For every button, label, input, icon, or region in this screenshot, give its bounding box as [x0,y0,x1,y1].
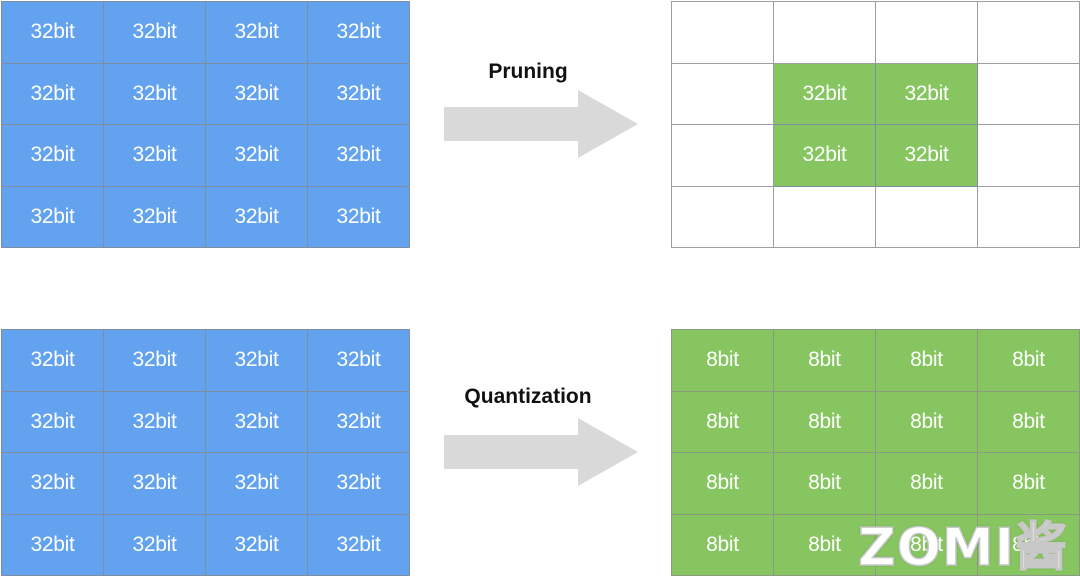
grid-cell: 32bit [206,2,308,64]
grid-cell: 32bit [2,514,104,576]
grid-cell: 32bit [2,453,104,515]
grid-cell: 8bit [672,391,774,453]
grid-cell [978,2,1080,64]
grid-cell: 32bit [206,186,308,248]
grid-cell: 32bit [308,391,410,453]
grid-cell: 8bit [774,514,876,576]
grid-cell: 32bit [308,453,410,515]
grid-cell: 8bit [978,514,1080,576]
grid-cell: 32bit [308,186,410,248]
grid-cell: 32bit [308,2,410,64]
grid-cell: 32bit [2,330,104,392]
grid-cell: 32bit [206,330,308,392]
grid-cell: 8bit [978,453,1080,515]
grid-cell: 32bit [104,514,206,576]
grid-cell: 32bit [206,453,308,515]
grid-cell [978,125,1080,187]
pruning-arrow-icon [444,90,638,158]
grid-cell: 8bit [774,391,876,453]
grid-cell: 8bit [876,453,978,515]
grid-cell [672,186,774,248]
grid-cell: 32bit [2,186,104,248]
grid-cell: 32bit [206,391,308,453]
grid-cell: 32bit [2,63,104,125]
grid-cell: 32bit [104,2,206,64]
grid-cell: 32bit [876,63,978,125]
grid-cell: 32bit [104,453,206,515]
grid-cell: 32bit [206,63,308,125]
grid-cell: 32bit [876,125,978,187]
grid-cell [774,2,876,64]
grid-cell: 32bit [774,125,876,187]
grid-cell: 8bit [978,391,1080,453]
watermark-logo: ZOMI酱 [857,517,1069,579]
grid-cell: 8bit [672,330,774,392]
grid-cell: 8bit [672,514,774,576]
grid-cell: 32bit [206,125,308,187]
grid-cell [672,63,774,125]
grid-cell: 32bit [104,125,206,187]
grid-cell: 32bit [104,391,206,453]
quantization-label: Quantization [464,385,592,408]
grid-cell: 32bit [774,63,876,125]
grid-cell: 32bit [206,514,308,576]
pruning-label: Pruning [488,60,568,83]
grid-cell: 32bit [104,186,206,248]
grid-cell: 32bit [308,125,410,187]
grid-cell [876,186,978,248]
grid-cell [672,2,774,64]
grid-cell: 32bit [104,330,206,392]
grid-cell: 8bit [876,391,978,453]
grid-cell: 8bit [876,514,978,576]
grid-cell [978,186,1080,248]
grid-cell: 32bit [308,514,410,576]
grid-cell: 8bit [774,330,876,392]
grid-cell [672,125,774,187]
grid-cell: 32bit [2,2,104,64]
grid-cell: 32bit [2,391,104,453]
grid-cell: 8bit [774,453,876,515]
grid-cell: 32bit [308,330,410,392]
grid-cell: 8bit [978,330,1080,392]
grid-cell [774,186,876,248]
grid-cell: 32bit [2,125,104,187]
grid-cell: 32bit [308,63,410,125]
grid-cell [978,63,1080,125]
grid-cell: 32bit [104,63,206,125]
grid-cell: 8bit [672,453,774,515]
grid-cell [876,2,978,64]
quantization-arrow-icon [444,418,638,486]
grid-cell: 8bit [876,330,978,392]
